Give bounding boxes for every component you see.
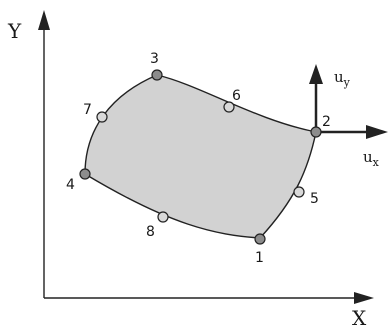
node-6-marker <box>223 101 235 113</box>
element-shape <box>84 74 317 239</box>
node-3-marker <box>151 69 163 81</box>
y-axis-label: Y <box>7 19 22 43</box>
node-6-label: 6 <box>232 88 241 104</box>
x-axis-label: X <box>352 306 367 327</box>
node-7-label: 7 <box>83 102 92 118</box>
node-5-label: 5 <box>310 191 319 207</box>
node-1-label: 1 <box>255 250 264 266</box>
uy-arrowhead <box>309 64 323 84</box>
x-axis-arrowhead <box>354 292 374 304</box>
node-2-label: 2 <box>322 114 331 130</box>
node-8-label: 8 <box>146 224 155 240</box>
ux-label: ux <box>363 148 380 169</box>
node-3-label: 3 <box>150 51 159 67</box>
node-2-marker <box>310 126 322 138</box>
nodes-group: 1 2 3 4 5 6 7 8 <box>66 51 331 266</box>
node-4-marker <box>79 168 91 180</box>
node-4-label: 4 <box>66 177 75 193</box>
uy-label: uy <box>334 68 351 89</box>
node-5-marker <box>293 186 305 198</box>
node-8-marker <box>157 211 169 223</box>
node-1-marker <box>254 233 266 245</box>
y-axis-arrowhead <box>38 10 50 30</box>
node-7-marker <box>96 111 108 123</box>
ux-arrowhead <box>366 125 388 139</box>
